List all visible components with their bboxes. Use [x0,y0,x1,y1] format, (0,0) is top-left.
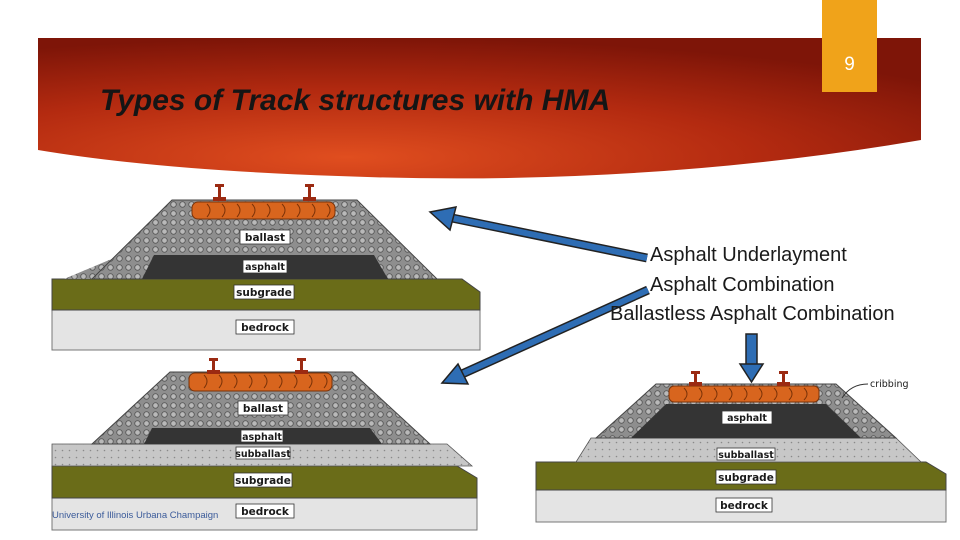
ballast-label: ballast [243,403,283,415]
asphalt-label: asphalt [242,432,282,443]
subballast-label: subballast [235,449,291,460]
ballast-label: ballast [245,232,285,244]
subgrade-label: subgrade [235,475,291,487]
slide-number: 9 [844,54,855,75]
combination-diagram: ballast asphalt subballast subgrade bedr… [51,358,478,531]
footer-text: University of Illinois Urbana Champaign [52,510,219,521]
asphalt-label: asphalt [245,262,285,273]
slide-number-box [822,0,877,92]
bedrock-label: bedrock [241,322,290,334]
subballast-label: subballast [718,450,774,461]
slide-title: Types of Track structures with HMA [100,84,611,117]
ballastless-label: Ballastless Asphalt Combination [610,303,895,325]
combination-label: Asphalt Combination [650,274,835,296]
bedrock-label: bedrock [241,506,290,518]
subgrade-label: subgrade [236,287,292,299]
subgrade-label: subgrade [718,472,774,484]
asphalt-label: asphalt [727,413,767,424]
underlayment-diagram: ballast asphalt subgrade bedrock [51,184,481,351]
bedrock-label: bedrock [720,500,769,512]
title-banner [38,38,921,179]
cribbing-label: cribbing [870,379,909,390]
underlayment-label: Asphalt Underlayment [650,244,847,266]
ballastless-diagram: cribbing asphalt subballast subgrade bed… [535,371,947,523]
